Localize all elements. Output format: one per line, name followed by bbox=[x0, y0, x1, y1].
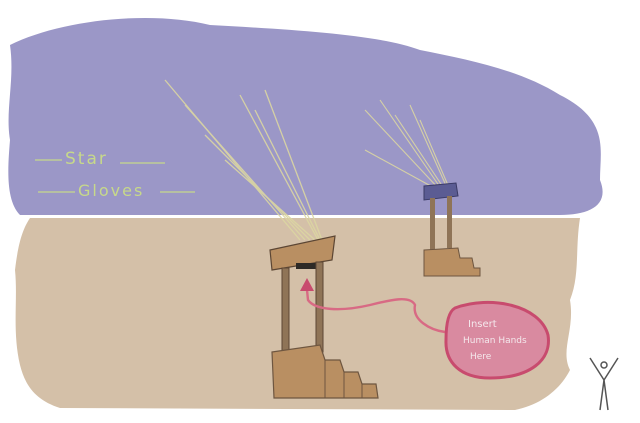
star-beams-right bbox=[364, 99, 451, 191]
machine-far-top bbox=[423, 182, 459, 201]
callout-arrowhead bbox=[300, 278, 314, 291]
title-line-2: Gloves bbox=[78, 181, 144, 200]
title: Star Gloves bbox=[35, 149, 195, 200]
callout-arrow bbox=[305, 289, 446, 334]
callout-shape bbox=[444, 300, 550, 380]
glove-machine-far bbox=[423, 182, 481, 277]
star-beams-left bbox=[164, 79, 323, 241]
machine-far-steps bbox=[423, 247, 481, 277]
title-line-1: Star bbox=[65, 149, 108, 169]
machine-near-slot bbox=[296, 263, 318, 269]
callout-line-3: Here bbox=[470, 352, 492, 362]
callout-line-1: Insert bbox=[468, 319, 497, 330]
callout-line-2: Human Hands bbox=[463, 336, 527, 346]
sky-area bbox=[8, 17, 603, 215]
glove-machine-near bbox=[269, 235, 379, 399]
machine-far-post bbox=[447, 196, 452, 248]
stick-figure-logo-icon bbox=[589, 357, 619, 411]
machine-far-post bbox=[430, 198, 435, 250]
callout-bubble: Insert Human Hands Here bbox=[444, 300, 550, 380]
